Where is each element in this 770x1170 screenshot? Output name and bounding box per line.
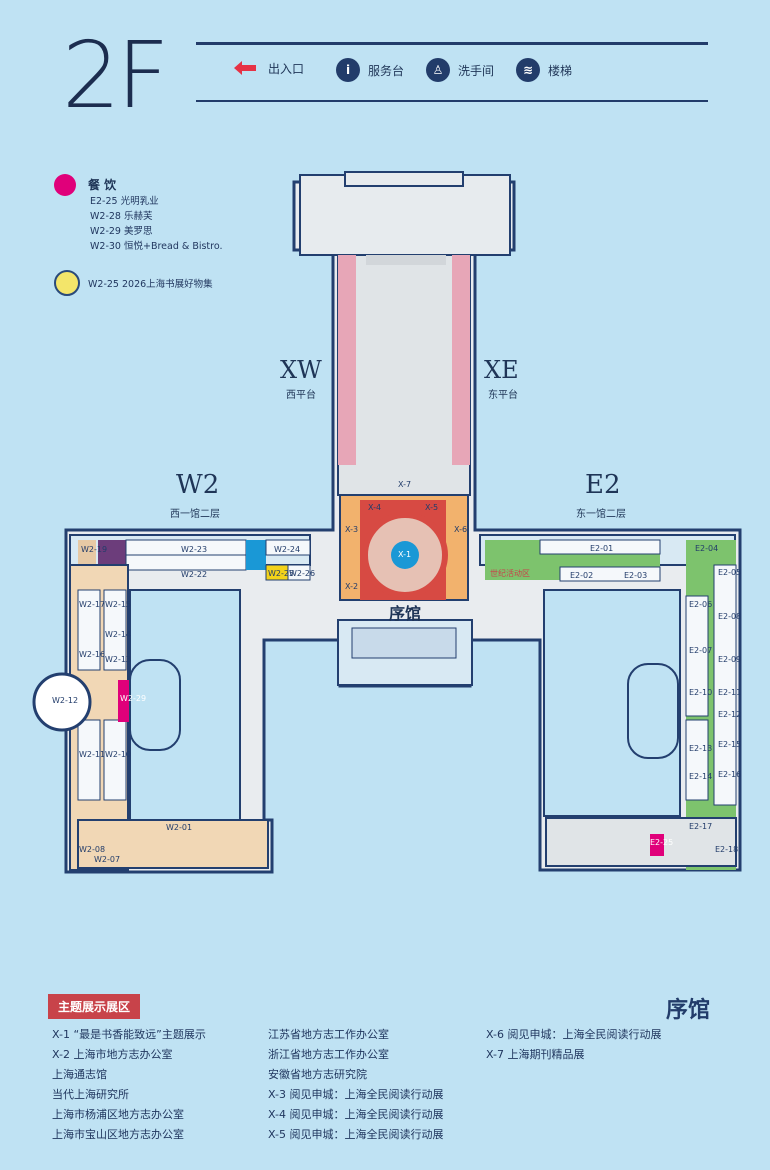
booth-e2-03: E2-03 <box>624 571 648 580</box>
booth-e2-15: E2-15 <box>718 740 742 749</box>
booth-e2-16: E2-16 <box>718 770 742 779</box>
entrance-icon <box>230 58 260 78</box>
goods-marker-icon <box>54 270 80 296</box>
booth-w2-13: W2-13 <box>105 655 132 664</box>
floor-title: 2F <box>62 22 169 129</box>
center-name: 序馆 <box>389 604 422 623</box>
booth-x1: X-1 <box>398 550 412 559</box>
booth-e2-05: E2-05 <box>718 568 742 577</box>
dining-item: W2-29 美罗思 <box>90 226 153 237</box>
w2-code: W2 <box>176 470 220 500</box>
booth-e2-09: E2-09 <box>718 655 742 664</box>
booth-w2-17: W2-17 <box>79 600 106 609</box>
booth-x7: X-7 <box>398 480 412 489</box>
booth-e2-06: E2-06 <box>689 600 713 609</box>
dining-item: W2-30 恒悦+Bread & Bistro. <box>90 241 223 252</box>
legend-restroom-label: 洗手间 <box>458 63 495 78</box>
booth-x4: X-4 <box>368 503 382 512</box>
theme-mid-list: 江苏省地方志工作办公室 浙江省地方志工作办公室 安徽省地方志研究院 X-3 阅见… <box>268 1028 444 1141</box>
booth-e2-13: E2-13 <box>689 744 713 753</box>
dining-item: W2-28 乐赫芙 <box>90 211 153 222</box>
dining-list: E2-25 光明乳业 W2-28 乐赫芙 W2-29 美罗思 W2-30 恒悦+… <box>90 194 270 254</box>
booth-w2-25: W2-25 <box>268 569 295 578</box>
booth-w2-01: W2-01 <box>166 823 193 832</box>
xw-code: XW <box>280 356 322 384</box>
booth-w2-08: W2-08 <box>79 845 106 854</box>
dining-title: 餐 饮 <box>88 178 117 192</box>
xe-code: XE <box>484 356 519 384</box>
booth-e2-25: E2-25 <box>650 838 674 847</box>
booth-e2-17: E2-17 <box>689 822 713 831</box>
legend-stairs: ≋ 楼梯 <box>516 58 572 82</box>
booth-x3: X-3 <box>345 525 359 534</box>
booth-w2-12: W2-12 <box>52 696 79 705</box>
booth-e2-10: E2-10 <box>689 688 713 697</box>
legend-entrance: 出入口 <box>230 58 304 78</box>
e2-name: 东一馆二层 <box>576 509 626 520</box>
goods-item: W2-25 2026上海书展好物集 <box>88 279 213 290</box>
booth-e2-07: E2-07 <box>689 646 713 655</box>
restroom-icon: ♙ <box>426 58 450 82</box>
theme-label: 主题展示展区 <box>48 994 141 1019</box>
booth-w2-11: W2-11 <box>79 750 106 759</box>
booth-e2-01: E2-01 <box>590 544 614 553</box>
booth-w2-16: W2-16 <box>79 650 106 659</box>
event-zone: 世纪活动区 <box>490 569 530 578</box>
header-line-top <box>196 42 708 45</box>
booth-w2-07: W2-07 <box>94 855 121 864</box>
booth-w2-10: W2-10 <box>105 750 132 759</box>
e2-code: E2 <box>585 470 621 500</box>
booth-w2-22: W2-22 <box>181 570 208 579</box>
theme-right-list: X-6 阅见申城：上海全民阅读行动展 X-7 上海期刊精品展 <box>486 1028 662 1061</box>
legend-restroom: ♙ 洗手间 <box>426 58 494 82</box>
booth-w2-14: W2-14 <box>105 630 132 639</box>
booth-e2-02: E2-02 <box>570 571 594 580</box>
booth-e2-04: E2-04 <box>695 544 719 553</box>
xw-name: 西平台 <box>286 390 316 401</box>
theme-left-list: X-1 “最是书香能致远”主题展示 X-2 上海市地方志办公室 上海通志馆 当代… <box>52 1028 206 1141</box>
booth-e2-11: E2-11 <box>718 688 742 697</box>
booth-e2-18: E2-18 <box>715 845 739 854</box>
booth-x2: X-2 <box>345 582 359 591</box>
booth-e2-12: E2-12 <box>718 710 742 719</box>
legend-entrance-label: 出入口 <box>268 61 305 76</box>
booth-e2-14: E2-14 <box>689 772 713 781</box>
booth-w2-24: W2-24 <box>274 545 301 554</box>
dining-marker-icon <box>54 174 76 196</box>
dining-item: E2-25 光明乳业 <box>90 196 159 207</box>
booth-e2-08: E2-08 <box>718 612 742 621</box>
header-line-bottom <box>196 100 708 102</box>
legend-service: i 服务台 <box>336 58 404 82</box>
booth-w2-19: W2-19 <box>81 545 108 554</box>
booth-x5: X-5 <box>425 503 439 512</box>
service-desk-icon: i <box>336 58 360 82</box>
legend-service-label: 服务台 <box>368 63 405 78</box>
booth-w2-26: W2-26 <box>289 569 316 578</box>
stairs-icon: ≋ <box>516 58 540 82</box>
w2-name: 西一馆二层 <box>170 509 220 520</box>
booth-w2-23: W2-23 <box>181 545 208 554</box>
theme-title: 序馆 <box>666 998 711 1023</box>
booth-w2-29: W2-29 <box>120 694 147 703</box>
legend-stairs-label: 楼梯 <box>548 63 573 78</box>
booth-w2-15: W2-15 <box>105 600 132 609</box>
booth-x6: X-6 <box>454 525 468 534</box>
xe-name: 东平台 <box>488 390 518 401</box>
